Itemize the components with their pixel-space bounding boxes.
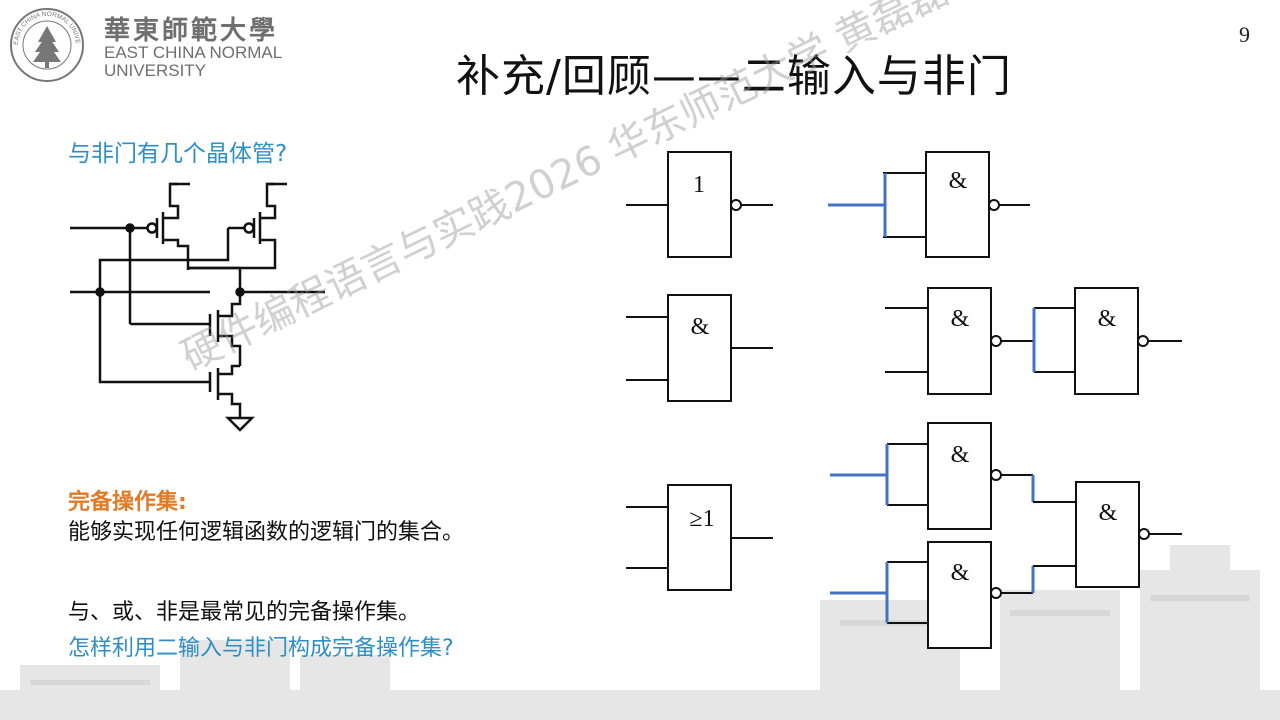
complete-set-title: 完备操作集:	[68, 490, 187, 515]
nand-not-label: &	[949, 168, 968, 194]
university-name-en-line2: UNIVERSITY	[104, 61, 207, 80]
nand-or-label-2: &	[951, 560, 970, 586]
question-build-complete-set: 怎样利用二输入与非门构成完备操作集?	[68, 636, 454, 661]
nand-and-label-1: &	[951, 306, 970, 332]
university-name-cn: 華東師範大學	[104, 16, 279, 46]
and-gate: &	[626, 294, 773, 402]
university-seal-icon: EAST CHINA NORMAL UNIVERSITY	[8, 6, 84, 82]
not-gate-label: 1	[693, 172, 705, 198]
nand-as-and: & &	[885, 287, 1182, 395]
page-number: 9	[1239, 22, 1250, 47]
and-gate-label: &	[691, 314, 710, 340]
slide-title: 补充/回顾——二输入与非门	[456, 51, 1012, 102]
cmos-nand-schematic	[70, 182, 325, 432]
or-gate: ≥1	[626, 484, 773, 591]
not-gate: 1	[626, 151, 773, 258]
logic-gate-symbols: 1 & ≥1 & & &	[626, 151, 1182, 649]
common-complete-sets: 与、或、非是最常见的完备操作集。	[68, 600, 421, 625]
nand-or-label-1: &	[951, 442, 970, 468]
nand-and-label-2: &	[1098, 306, 1117, 332]
question-transistors: 与非门有几个晶体管?	[68, 141, 288, 167]
complete-set-description: 能够实现任何逻辑函数的逻辑门的集合。	[68, 520, 465, 545]
or-gate-label: ≥1	[689, 506, 714, 532]
nand-as-not: &	[828, 151, 1030, 258]
university-name-en: EAST CHINA NORMAL UNIVERSITY	[104, 44, 282, 80]
nand-or-label-3: &	[1099, 500, 1118, 526]
nand-as-or: & & &	[830, 422, 1182, 649]
university-name-en-line1: EAST CHINA NORMAL	[104, 43, 283, 62]
university-logo: EAST CHINA NORMAL UNIVERSITY 華東師範大學 EAST…	[8, 6, 298, 86]
